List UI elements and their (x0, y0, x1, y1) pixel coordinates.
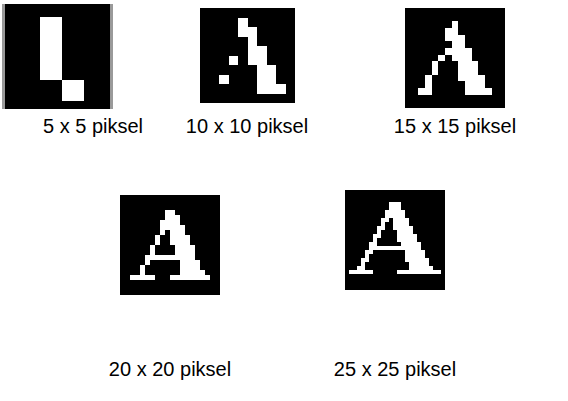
pixel-letter (349, 202, 441, 274)
pixel-image-15 (405, 8, 505, 108)
image-ground (5, 4, 110, 109)
pixel (40, 17, 62, 80)
pixel-image-10 (200, 8, 295, 103)
image-border (2, 4, 113, 109)
pixel-letter (130, 210, 210, 280)
caption-label: 20 x 20 piksel (80, 357, 260, 381)
image-ground (200, 8, 295, 103)
caption-label: 5 x 5 piksel (3, 114, 183, 138)
caption-label: 10 x 10 piksel (157, 114, 337, 138)
pixel-image-5 (2, 4, 113, 109)
pixel-letter (418, 21, 491, 94)
image-ground (405, 8, 505, 108)
pixel-letter (219, 18, 286, 94)
caption-label: 25 x 25 piksel (305, 357, 485, 381)
caption-label: 15 x 15 piksel (365, 114, 545, 138)
image-ground (120, 195, 220, 295)
pixel (62, 80, 84, 101)
image-ground (345, 190, 445, 290)
pixel-image-20 (120, 195, 220, 295)
pixel-image-25 (345, 190, 445, 290)
